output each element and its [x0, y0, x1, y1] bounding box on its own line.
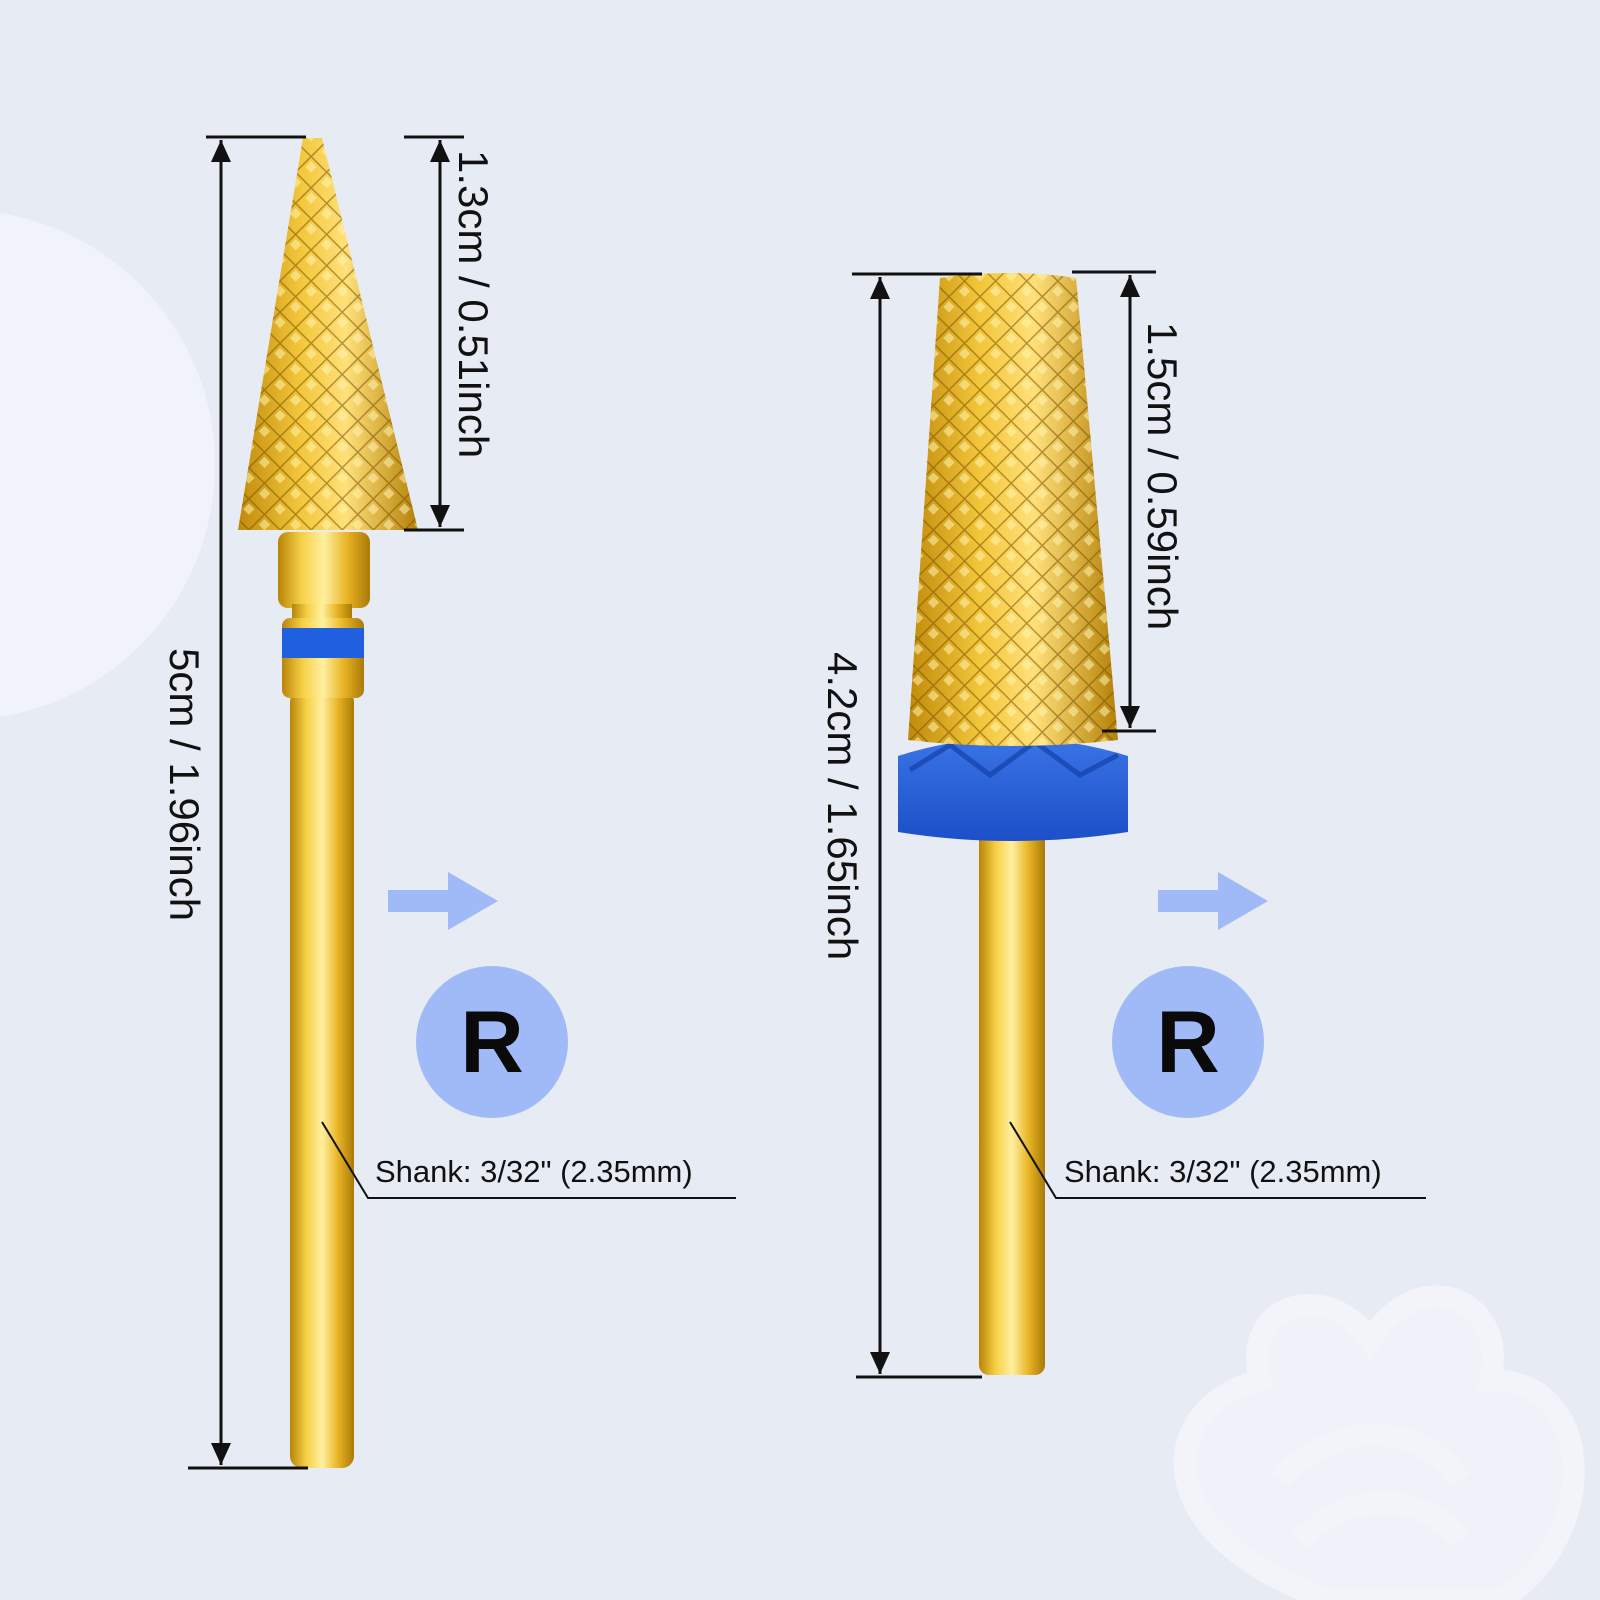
- right-bit-blue-collar: [898, 738, 1128, 841]
- left-head-dimension: [404, 135, 464, 532]
- right-rotation-badge: R: [1112, 966, 1264, 1118]
- right-total-length-label: 4.2cm / 1.65inch: [819, 652, 866, 961]
- right-bit-shank: [979, 820, 1045, 1375]
- right-shank-leader: [1009, 1121, 1426, 1199]
- right-head-dimension: [1072, 270, 1156, 733]
- left-rotation-label: R: [460, 992, 524, 1091]
- right-arrow-icon: [388, 872, 498, 930]
- flower-watermark: [1173, 1285, 1585, 1600]
- right-total-dimension: [852, 272, 982, 1379]
- right-rotation-label: R: [1156, 992, 1220, 1091]
- left-bit-neck: [278, 532, 370, 608]
- right-arrow-icon: [1158, 872, 1268, 930]
- left-total-length-label: 5cm / 1.96inch: [161, 648, 208, 922]
- left-shank-label: Shank: 3/32" (2.35mm): [375, 1154, 693, 1189]
- left-drill-bit: [238, 138, 418, 1468]
- left-shank-leader: [321, 1121, 736, 1199]
- left-bit-blue-band: [282, 628, 364, 658]
- right-shank-label: Shank: 3/32" (2.35mm): [1064, 1154, 1382, 1189]
- left-rotation-badge: R: [416, 966, 568, 1118]
- left-head-length-label: 1.3cm / 0.51inch: [450, 150, 497, 459]
- left-total-dimension: [188, 135, 308, 1470]
- right-head-length-label: 1.5cm / 0.59inch: [1139, 322, 1186, 631]
- left-bit-shank: [290, 690, 354, 1468]
- background-circle: [0, 213, 215, 717]
- right-drill-bit: [898, 273, 1128, 1375]
